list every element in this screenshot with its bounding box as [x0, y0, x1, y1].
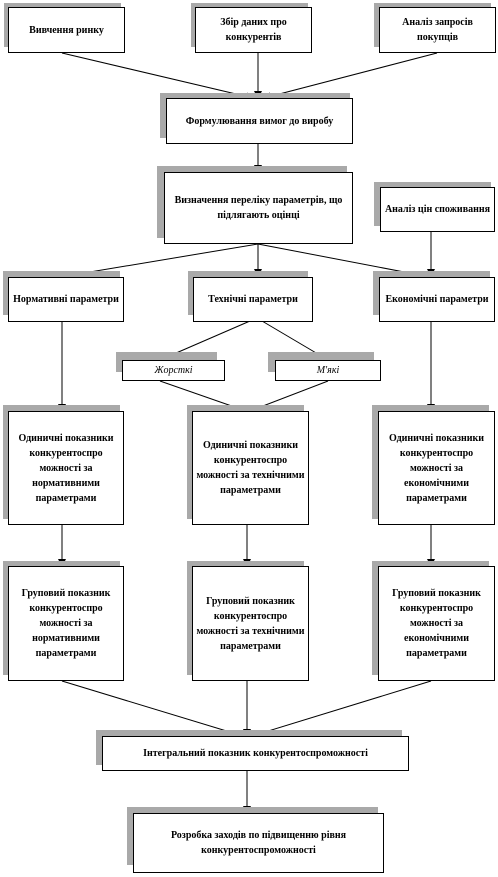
node-competitor-data: Збір даних про конкурентів [195, 7, 312, 53]
node-parameters-list: Визначення переліку параметрів, що підля… [164, 172, 353, 244]
node-group-economic: Груповий показник конкурентоспро можност… [378, 566, 495, 681]
node-improvement-measures: Розробка заходів по підвищенню рівня кон… [133, 813, 384, 873]
node-consumer-requests: Аналіз запросів покупців [379, 7, 496, 53]
node-group-normative: Груповий показник конкурентоспро можност… [8, 566, 124, 681]
arrow-list-to-economic [257, 243, 426, 279]
node-soft-params: М'які [275, 360, 381, 381]
node-single-normative: Одиничні показники конкурентоспро можнос… [8, 411, 124, 525]
node-integral-index: Інтегральний показник конкурентоспроможн… [102, 736, 409, 771]
node-technical-params: Технічні параметри [193, 277, 313, 322]
arrow-consumers-to-requirements [263, 52, 438, 101]
node-normative-params: Нормативні параметри [8, 277, 124, 322]
arrow-market-to-requirements [61, 52, 254, 101]
node-market-study: Вивчення ринку [8, 7, 125, 53]
node-hard-params: Жорсткі [122, 360, 225, 381]
arrow-group-normative-to-integral [61, 680, 244, 738]
node-group-technical: Груповий показник конкурентоспро можност… [192, 566, 309, 681]
node-product-requirements: Формулювання вимог до виробу [166, 98, 353, 144]
node-price-analysis: Аналіз цін споживання [380, 187, 495, 232]
arrow-group-economic-to-integral [251, 680, 432, 738]
node-economic-params: Економічні параметри [379, 277, 495, 322]
node-single-economic: Одиничні показники конкурентоспро можнос… [378, 411, 495, 525]
node-single-technical: Одиничні показники конкурентоспро можнос… [192, 411, 309, 525]
arrow-list-to-normative [65, 243, 259, 279]
